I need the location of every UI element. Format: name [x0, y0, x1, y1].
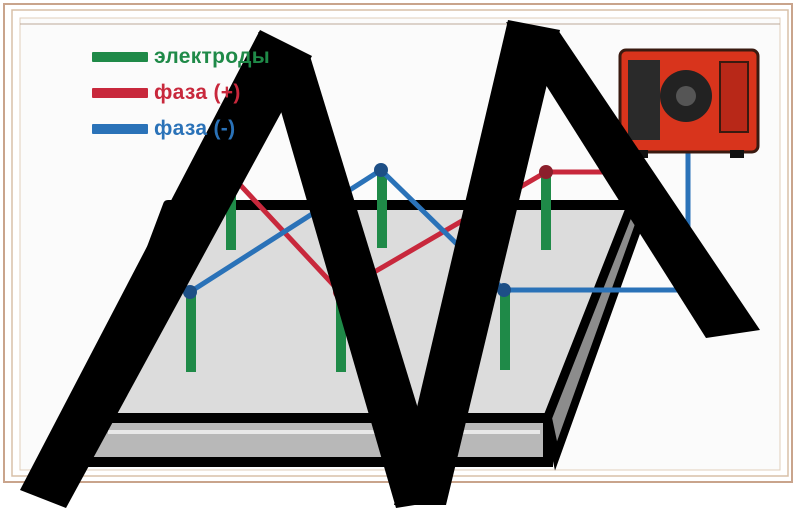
electrode [336, 292, 346, 372]
electrode [500, 290, 510, 370]
legend-swatch-red [92, 88, 148, 98]
node-red [539, 165, 553, 179]
electrode [541, 172, 551, 250]
legend-label: фаза (+) [154, 81, 241, 104]
slab-front-face [83, 413, 553, 467]
node-blue [374, 163, 388, 177]
legend-label: электроды [154, 45, 270, 68]
electrode [377, 170, 387, 248]
electrode [226, 172, 236, 250]
legend-swatch-blue [92, 124, 148, 134]
node-blue [183, 285, 197, 299]
electrode [186, 292, 196, 372]
welding-transformer-icon [618, 48, 760, 158]
legend-item-phase-minus: фаза (-) [92, 116, 270, 142]
legend-swatch-green [92, 52, 148, 62]
legend: электроды фаза (+) фаза (-) [92, 44, 270, 142]
node-blue [497, 283, 511, 297]
legend-label: фаза (-) [154, 117, 236, 140]
legend-item-electrodes: электроды [92, 44, 270, 70]
legend-item-phase-plus: фаза (+) [92, 80, 270, 106]
electrodes [186, 170, 551, 372]
diagonal-stroke-watermark [20, 20, 760, 508]
